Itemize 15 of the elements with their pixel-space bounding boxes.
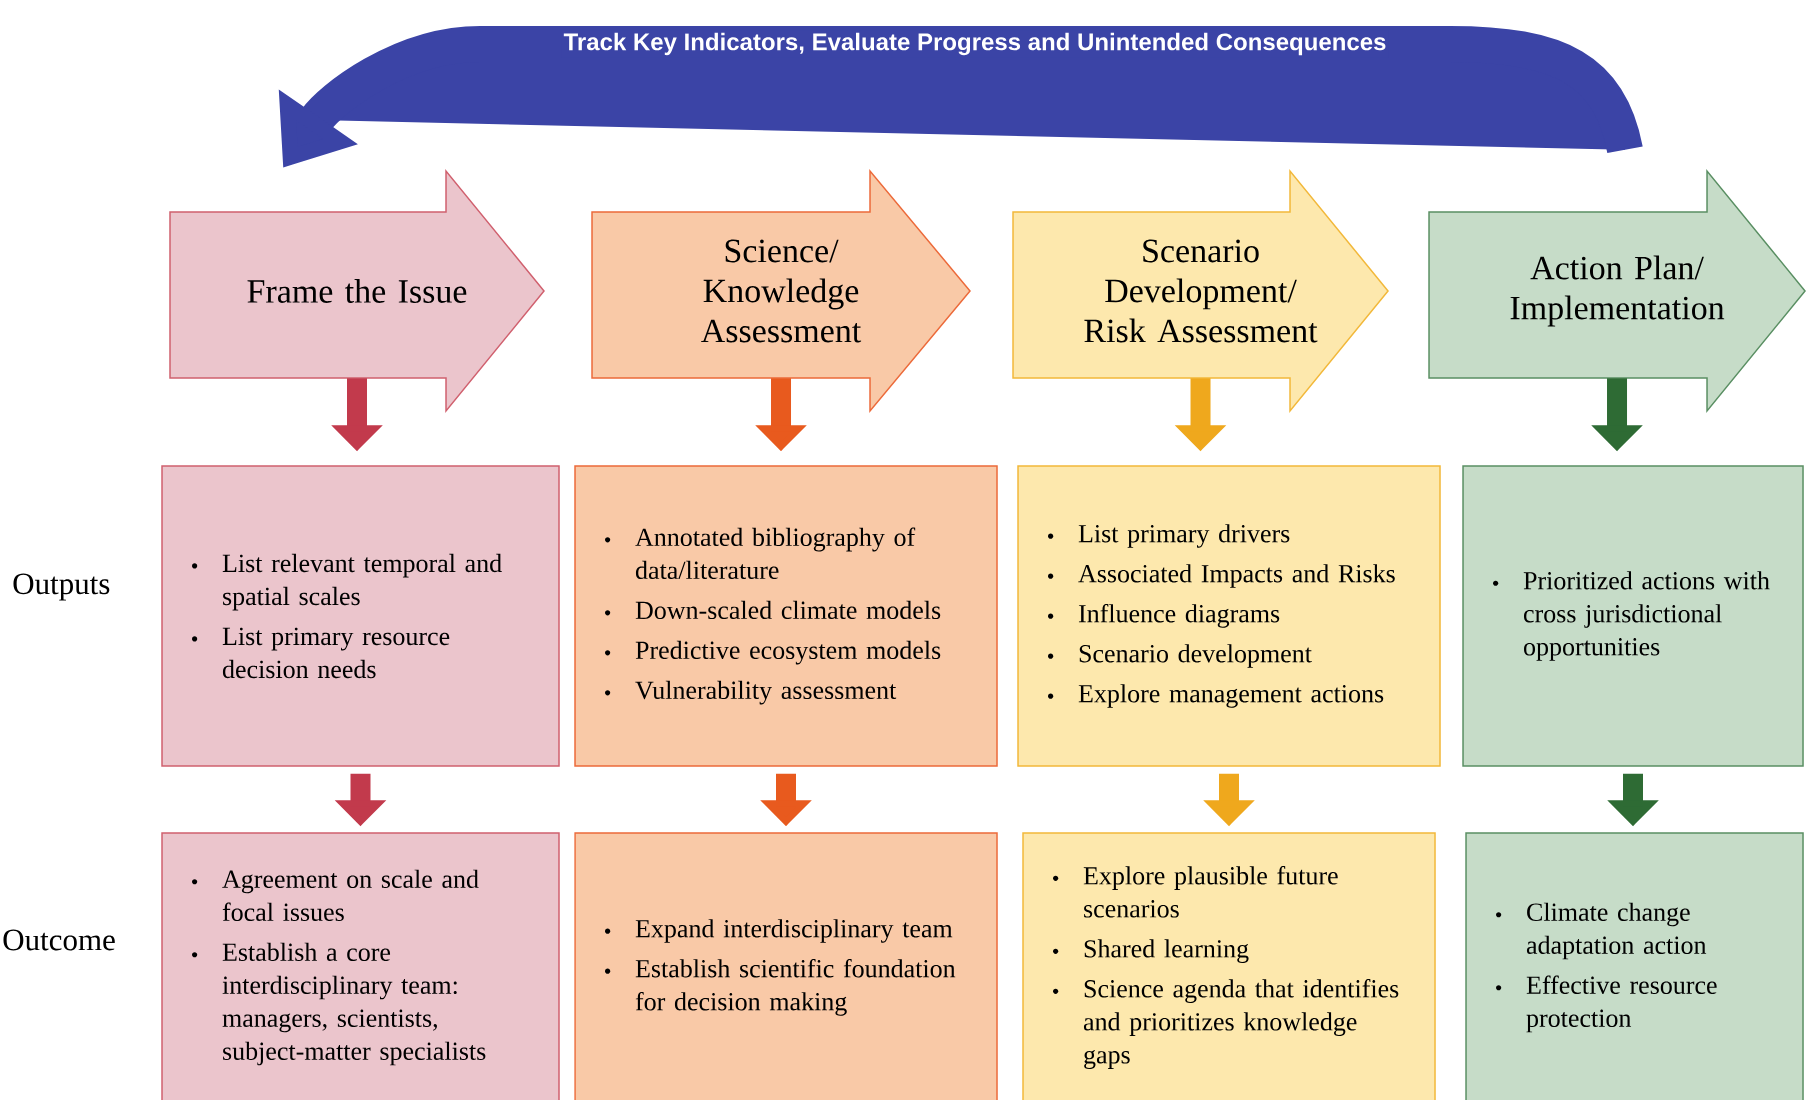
outcome-box: Expand interdisciplinary team Establish scientific foundation for decision making [574, 832, 998, 1100]
step-banner: Science/ Knowledge Assessment [591, 168, 971, 414]
edge-label: Track Key Indicators, Evaluate Progress and Unintended Consequences [561, 30, 1389, 58]
outcome-box: Explore plausible future scenarios Shared learning Science agenda that identifies and prioritizes knowledge gaps [1022, 832, 1436, 1100]
step-banner: Frame the Issue [169, 168, 545, 414]
step-banner: Scenario Development/ Risk Assessment [1012, 168, 1389, 414]
outcome-box: Climate change adaptation action Effective resource protection [1465, 832, 1804, 1100]
step-banner: Action Plan/ Implementation [1428, 168, 1806, 414]
output-box: List relevant temporal and spatial scales List primary resource decision needs [161, 465, 560, 767]
outcome-box: Agreement on scale and focal issues Establish a core interdisciplinary team: managers, scientists, subject-matter specialists [161, 832, 560, 1100]
row-label: Outcome [3, 929, 115, 951]
output-box: Prioritized actions with cross jurisdictional opportunities [1462, 465, 1804, 767]
row-label: Outputs [13, 573, 110, 601]
output-box: Annotated bibliography of data/literature Down-scaled climate models Predictive ecosystem models Vulnerability assessment [574, 465, 998, 767]
output-box: List primary drivers Associated Impacts and Risks Influence diagrams Scenario development Explore management actions [1017, 465, 1441, 767]
